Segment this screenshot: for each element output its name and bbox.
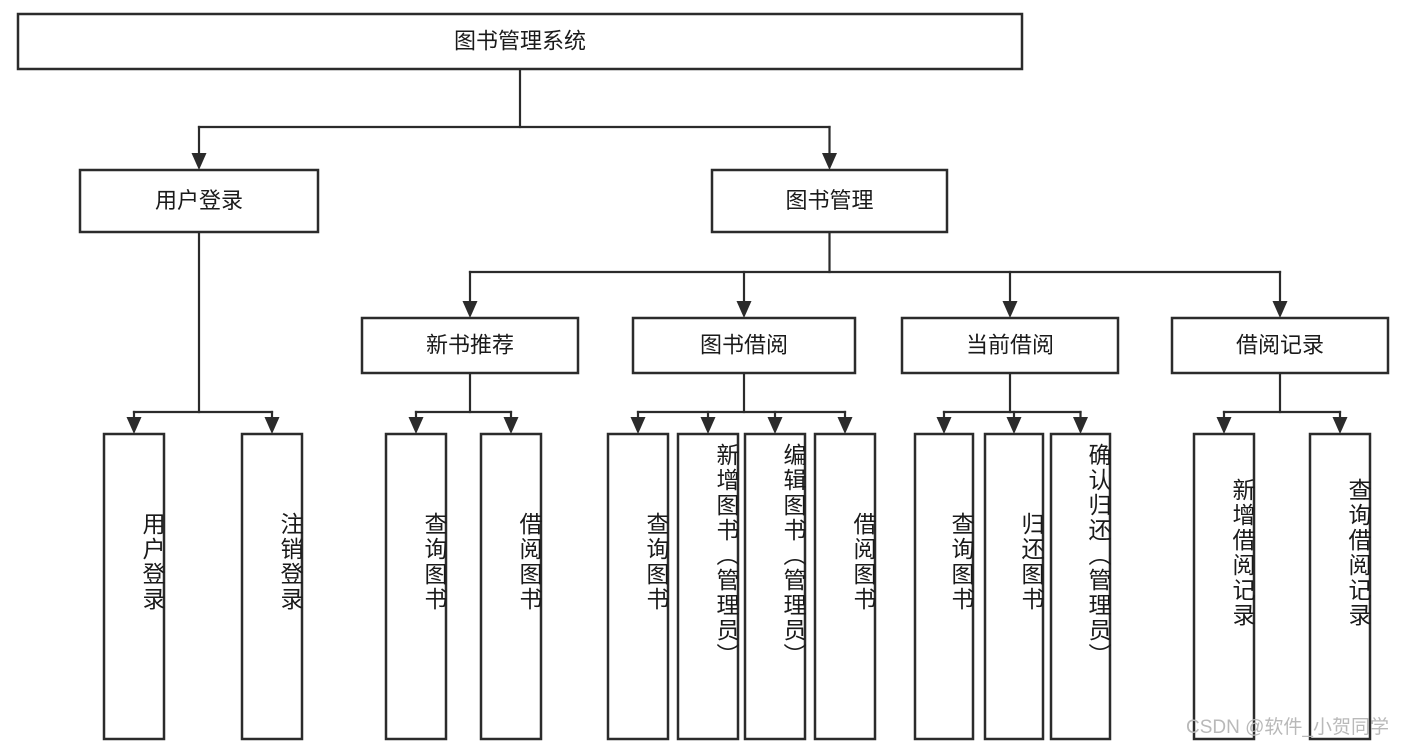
arrow-head-icon <box>191 153 207 170</box>
node-label-borrow-record: 借阅记录 <box>1236 332 1324 357</box>
node-box-leaf-query-book-1[interactable] <box>384 432 448 741</box>
arrow-head-icon <box>767 417 783 434</box>
node-box-leaf-confirm-return-admin[interactable] <box>1049 432 1112 741</box>
node-box-book-borrow[interactable] <box>631 316 857 375</box>
node-box-leaf-return-book[interactable] <box>983 432 1045 741</box>
node-box-leaf-query-borrow-record[interactable] <box>1308 432 1372 741</box>
arrow-head-icon <box>462 301 478 318</box>
node-box-leaf-query-book-2[interactable] <box>606 432 670 741</box>
node-box-book-manage[interactable] <box>710 168 949 234</box>
arrow-head-icon <box>1006 417 1022 434</box>
node-box-leaf-logout-login[interactable] <box>240 432 304 741</box>
node-box-leaf-borrow-book-1[interactable] <box>479 432 543 741</box>
node-box-root[interactable] <box>16 12 1024 71</box>
arrow-head-icon <box>1272 301 1288 318</box>
node-label-user-login: 用户登录 <box>155 188 243 213</box>
arrow-head-icon <box>408 417 424 434</box>
node-box-leaf-edit-book-admin[interactable] <box>743 432 807 741</box>
arrow-head-icon <box>700 417 716 434</box>
node-box-leaf-add-borrow-record[interactable] <box>1192 432 1256 741</box>
arrow-head-icon <box>503 417 519 434</box>
boxes-layer <box>16 12 1390 741</box>
node-label-book-borrow: 图书借阅 <box>700 332 788 357</box>
node-box-current-borrow[interactable] <box>900 316 1120 375</box>
arrow-head-icon <box>1332 417 1348 434</box>
arrow-head-icon <box>837 417 853 434</box>
arrow-head-icon <box>1216 417 1232 434</box>
arrow-head-icon <box>630 417 646 434</box>
arrow-head-icon <box>1002 301 1018 318</box>
arrow-head-icon <box>822 153 837 170</box>
node-box-borrow-record[interactable] <box>1170 316 1390 375</box>
node-box-new-book-recommend[interactable] <box>360 316 580 375</box>
node-box-leaf-borrow-book-2[interactable] <box>813 432 877 741</box>
node-box-leaf-user-login[interactable] <box>102 432 166 741</box>
csdn-watermark: CSDN @软件_小贺同学 <box>1186 717 1389 738</box>
arrow-head-icon <box>936 417 952 434</box>
node-box-leaf-add-book-admin[interactable] <box>676 432 740 741</box>
connectors-layer <box>126 67 1348 434</box>
node-label-current-borrow: 当前借阅 <box>966 332 1054 357</box>
node-box-user-login[interactable] <box>78 168 320 234</box>
arrow-head-icon <box>126 417 142 434</box>
node-label-book-manage: 图书管理 <box>785 188 873 213</box>
node-box-leaf-query-book-3[interactable] <box>913 432 975 741</box>
node-label-root: 图书管理系统 <box>454 28 586 53</box>
arrow-head-icon <box>1073 417 1088 434</box>
arrow-head-icon <box>736 301 752 318</box>
node-label-new-book-recommend: 新书推荐 <box>426 332 514 357</box>
arrow-head-icon <box>264 417 280 434</box>
